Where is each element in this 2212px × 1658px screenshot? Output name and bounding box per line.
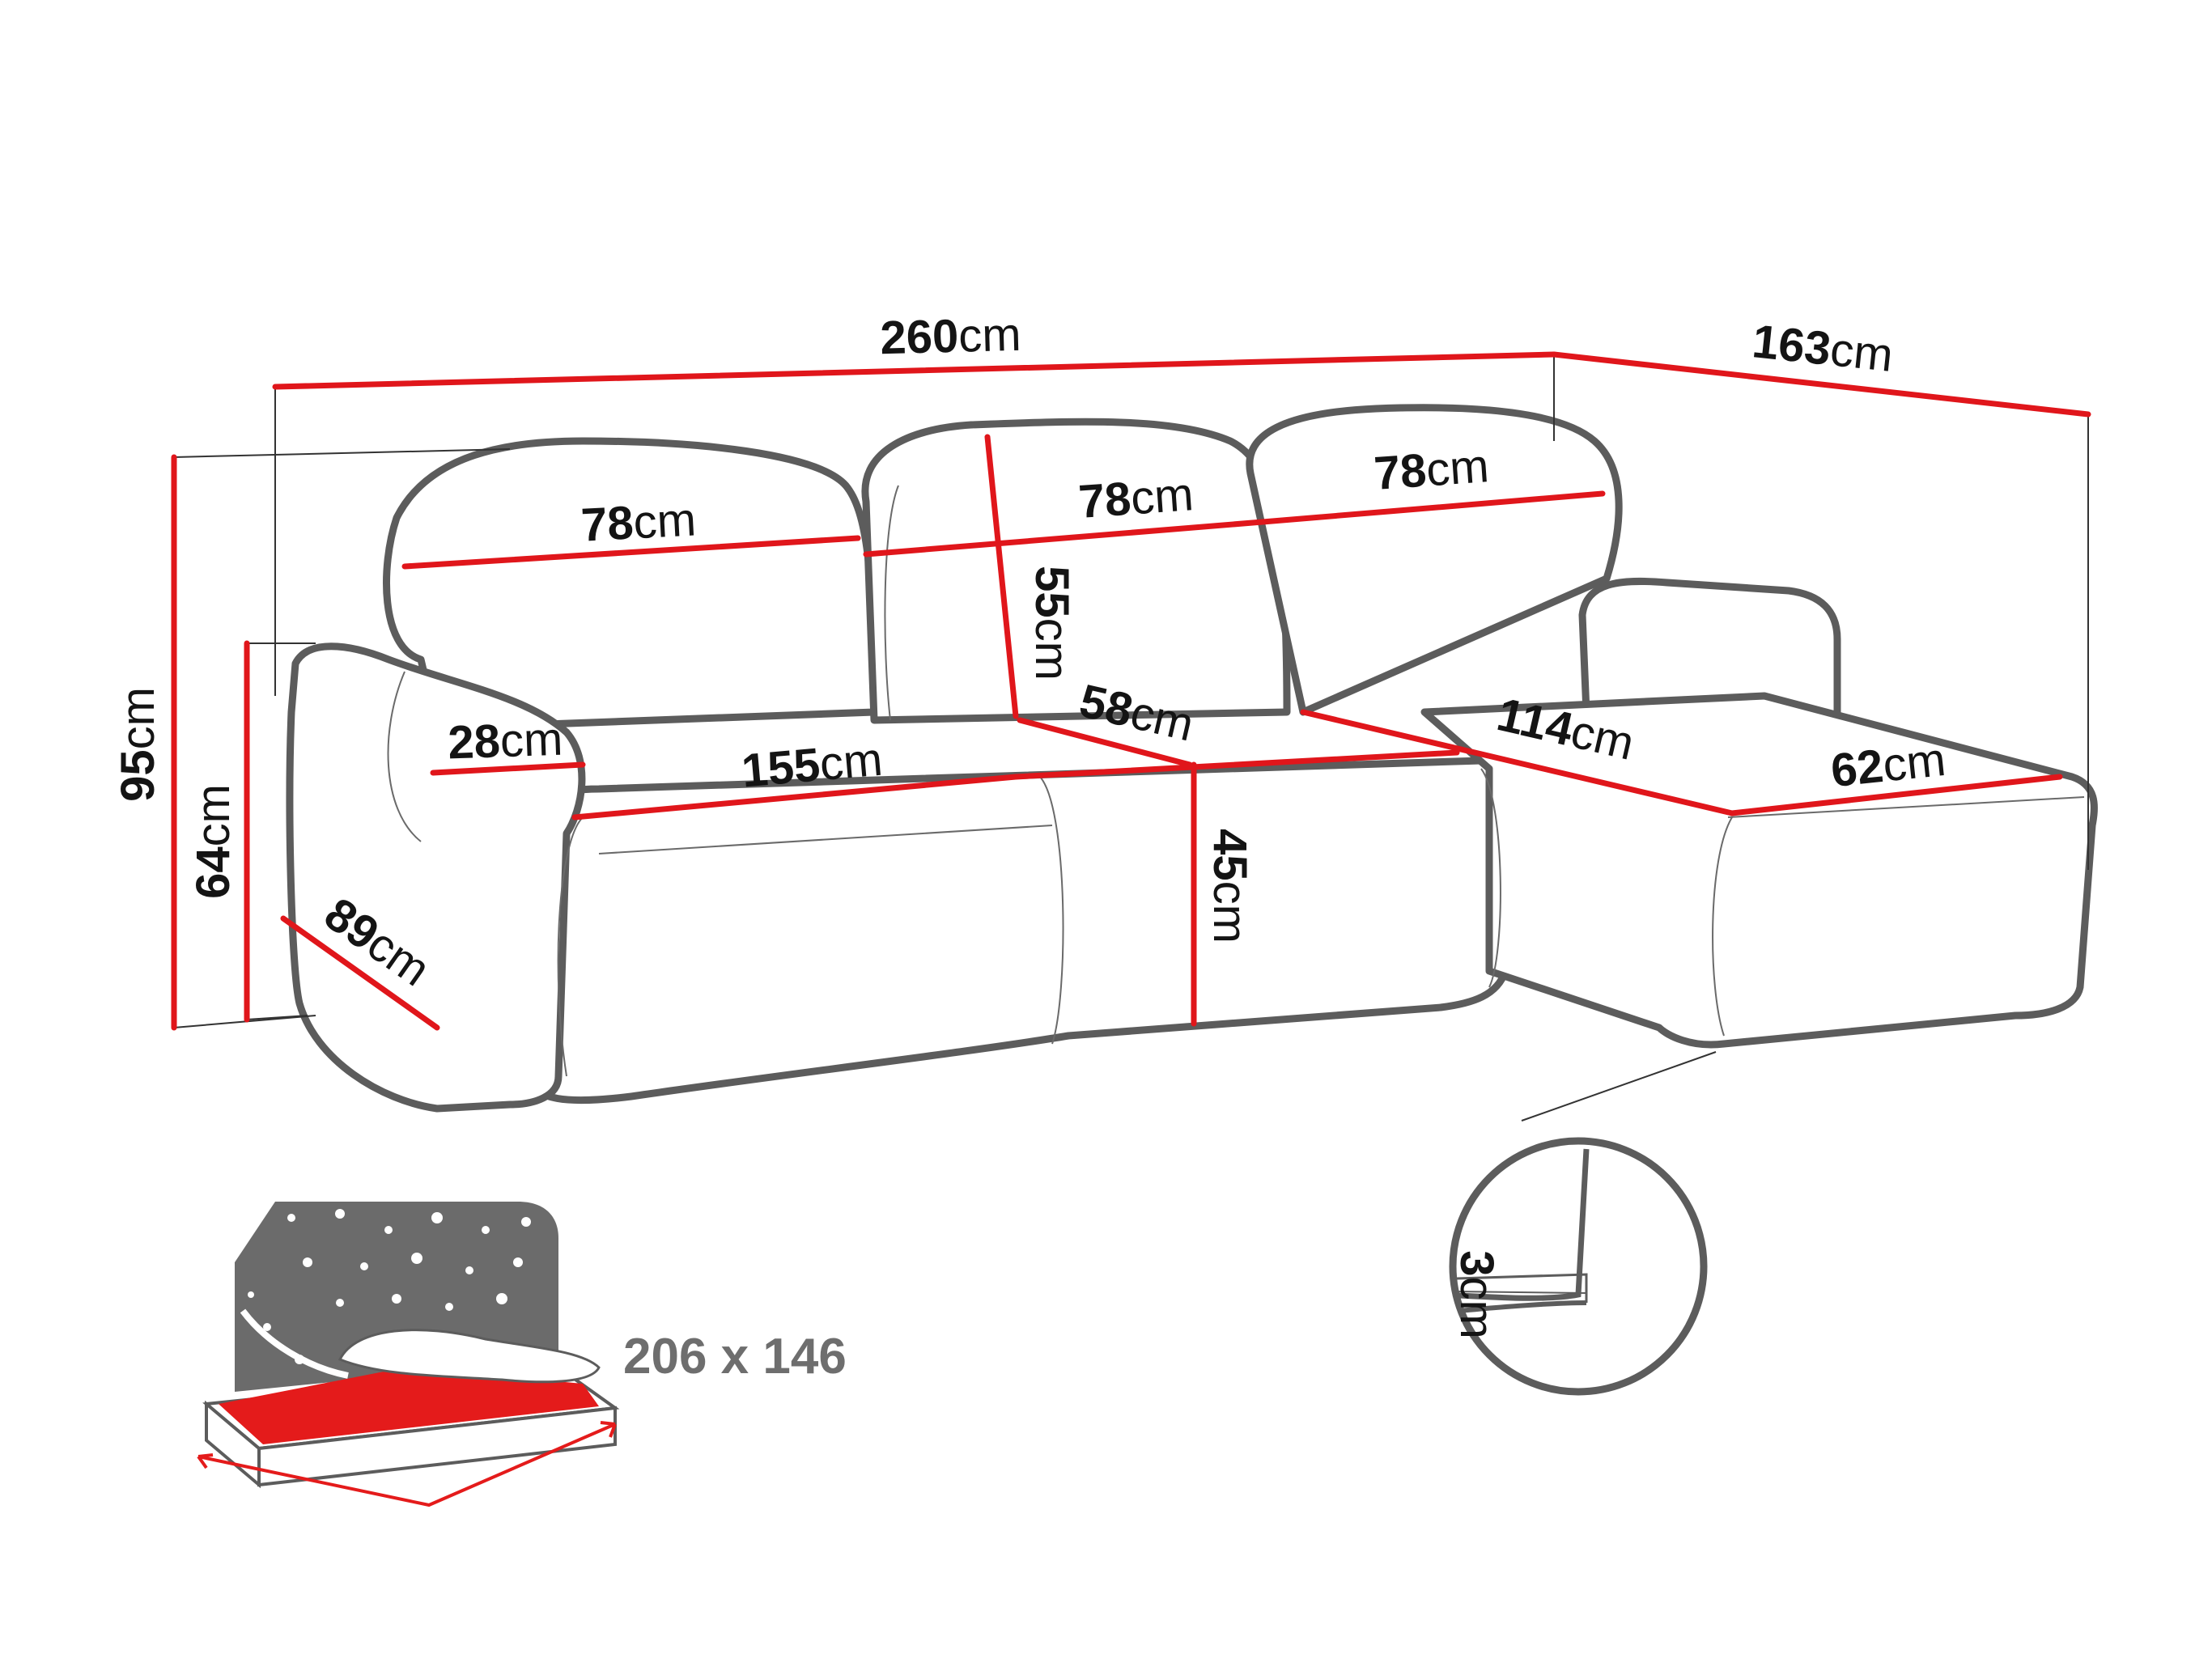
leg-detail-magnifier: 3cm <box>1449 1137 1708 1396</box>
back-cushion-right-shape <box>1246 404 1623 716</box>
dim-line-overall-width <box>272 351 1557 390</box>
label-armrest-height: 64cm <box>187 784 240 899</box>
dim-line-chaise-length <box>1300 709 1735 816</box>
label-seat-height: 45cm <box>1204 829 1256 943</box>
dim-line-chaise-depth <box>1551 351 2091 418</box>
dim-line-back-cushion-2 <box>863 519 1266 558</box>
label-back-cushion-1: 78cm <box>580 493 697 551</box>
cushion-seams <box>387 485 2085 1077</box>
dim-line-back-cushion-1 <box>401 535 861 570</box>
label-armrest-width: 28cm <box>447 713 563 770</box>
left-arm-shape <box>286 642 586 1113</box>
dim-line-back-cushion-3 <box>1259 490 1606 525</box>
label-seat-width: 155cm <box>740 733 885 798</box>
label-back-cushion-2: 78cm <box>1077 468 1195 528</box>
dim-line-side-depth <box>280 915 440 1031</box>
label-leg-height: 3cm <box>1450 1250 1503 1339</box>
dim-line-seat-depth <box>1017 717 1193 768</box>
dim-line-seat-width <box>571 774 1019 821</box>
pillow <box>338 1329 601 1384</box>
dimension-labels: 260cm 163cm 95cm 64cm 78cm 78cm 78cm 55c… <box>112 308 1948 997</box>
label-chaise-width: 62cm <box>1828 733 1948 797</box>
dim-line-chaise-width <box>1729 774 2063 816</box>
star-icons <box>248 1209 531 1364</box>
label-back-cushion-3: 78cm <box>1373 439 1491 500</box>
chaise-arm-shape <box>1578 577 1841 720</box>
blanket-fold <box>240 1308 349 1379</box>
seat-base-main-shape <box>522 757 1509 1105</box>
seat-base-chaise-shape <box>1420 692 2098 1049</box>
mattress-red <box>219 1368 599 1444</box>
dim-line-armrest-width <box>430 761 586 776</box>
label-back-height: 55cm <box>1025 566 1078 681</box>
bed-size-arrow <box>197 1423 616 1507</box>
dim-line-seat-front <box>1013 749 1460 780</box>
label-overall-width: 260cm <box>880 308 1022 365</box>
helper-lines <box>173 356 2089 1122</box>
dim-line-back-height <box>984 434 1019 719</box>
label-total-height: 95cm <box>112 687 164 802</box>
bed-front <box>257 1406 617 1487</box>
label-chaise-depth: 163cm <box>1750 315 1896 382</box>
sleep-function-icon <box>197 1202 620 1507</box>
label-seat-depth: 58cm <box>1075 674 1199 751</box>
dimension-lines <box>171 351 2091 1031</box>
sleeping-area-label: 206 x 146 <box>623 1329 847 1384</box>
